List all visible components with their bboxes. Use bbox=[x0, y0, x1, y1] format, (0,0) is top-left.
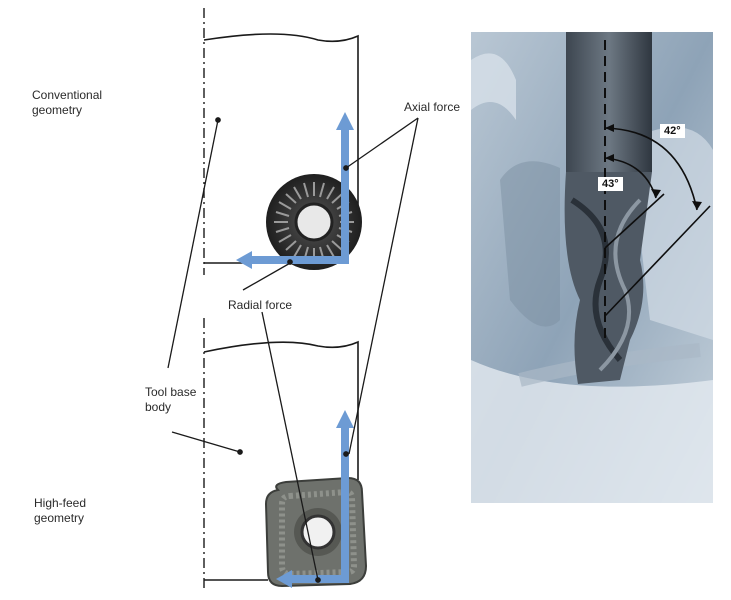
leader-lines bbox=[167, 117, 419, 583]
conventional-geometry-label: Conventional geometry bbox=[32, 88, 103, 117]
lower-tool-outline bbox=[203, 340, 359, 581]
tool-base-body-label: Tool base body bbox=[145, 385, 197, 414]
force-arrows-upper bbox=[236, 112, 354, 269]
angle-42-label: 42° bbox=[660, 124, 685, 138]
high-feed-geometry-label: High-feed geometry bbox=[34, 496, 87, 525]
axial-force-label: Axial force bbox=[404, 100, 461, 114]
end-mill-photo bbox=[471, 32, 713, 503]
radial-force-label: Radial force bbox=[228, 298, 293, 312]
angle-43-label: 43° bbox=[598, 177, 623, 191]
